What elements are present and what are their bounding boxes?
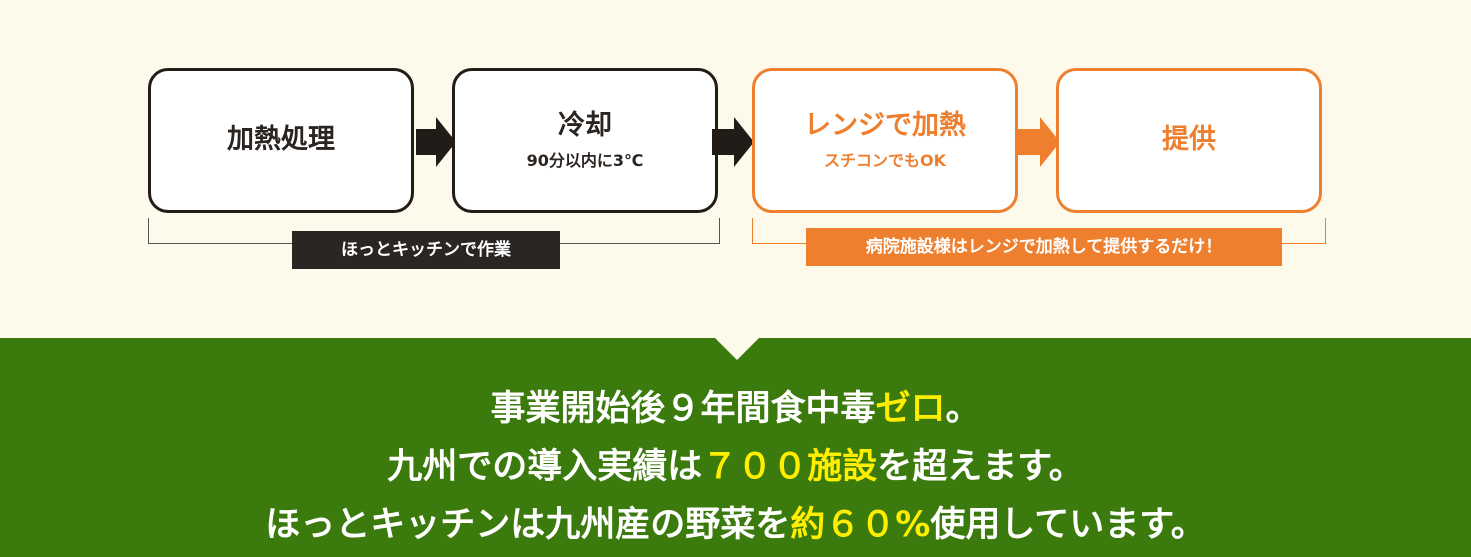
message-line-1-highlight: ゼロ [875,389,946,429]
message-panel [0,338,1471,557]
message-line-1-text: 事業開始後９年間食中毒 [490,389,876,429]
arrow-right-icon [416,117,456,167]
step-reheat-box: レンジで加熱 スチコンでもOK [752,68,1018,213]
step-serve-title: 提供 [1162,124,1216,156]
step-heating-title: 加熱処理 [227,124,335,156]
arrow-right-icon [1016,117,1060,167]
hospital-tag: 病院施設様はレンジで加熱して提供するだけ！ [806,228,1282,266]
step-cooling-title: 冷却 [558,110,612,142]
message-line-2-highlight: ７００施設 [702,447,878,487]
step-cooling-sub: 90分以内に3℃ [526,150,644,170]
message-line-1-end: 。 [945,389,981,429]
message-line-2: 九州での導入実績は７００施設を超えます。 [0,438,1471,489]
message-line-3-end: 使用しています。 [930,505,1206,545]
kitchen-tag: ほっとキッチンで作業 [292,231,560,269]
message-line-2-end: を超えます。 [877,447,1084,487]
message-line-2-text: 九州での導入実績は [387,447,703,487]
arrow-right-icon [712,117,754,167]
message-line-3-highlight: 約６０% [790,505,931,545]
step-reheat-title: レンジで加熱 [804,110,966,142]
message-line-3-text: ほっとキッチンは九州産の野菜を [265,505,791,545]
step-reheat-sub: スチコンでもOK [823,150,946,170]
message-line-1: 事業開始後９年間食中毒ゼロ。 [0,380,1471,431]
step-heating-box: 加熱処理 [148,68,414,213]
step-serve-box: 提供 [1056,68,1322,213]
panel-notch [713,336,761,360]
message-line-3: ほっとキッチンは九州産の野菜を約６０%使用しています。 [0,496,1471,547]
step-cooling-box: 冷却 90分以内に3℃ [452,68,718,213]
